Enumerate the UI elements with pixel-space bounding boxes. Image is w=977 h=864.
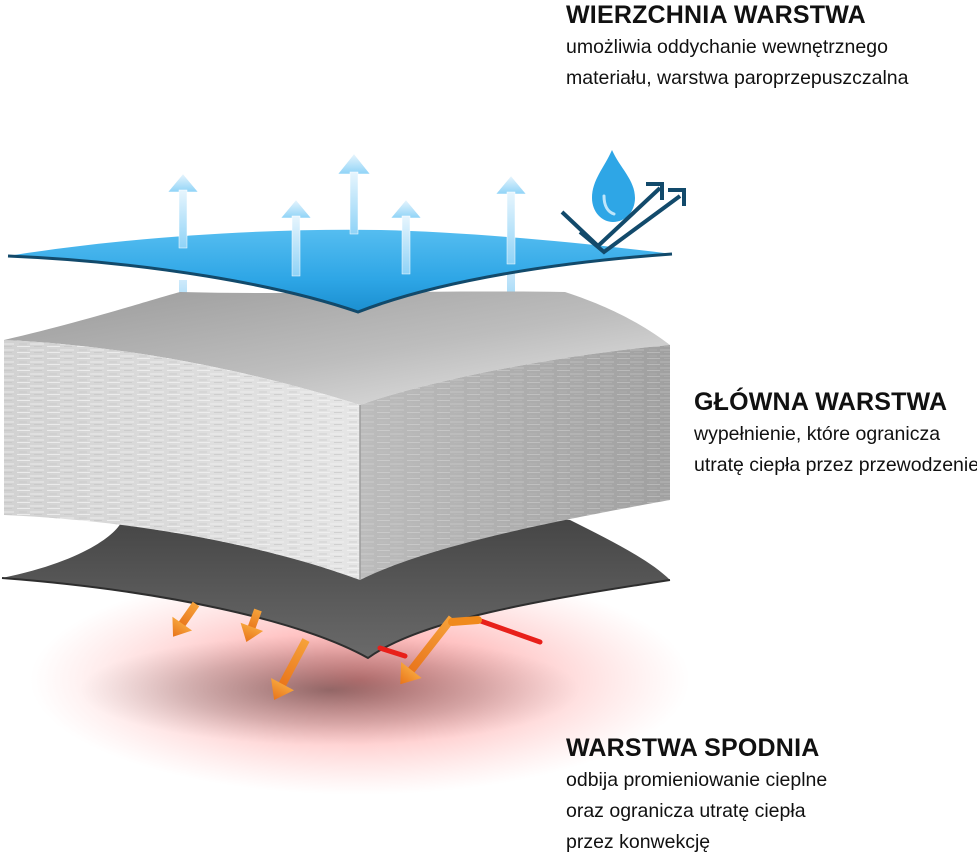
bottom-layer-description: odbija promieniowanie cieplne oraz ogran… xyxy=(566,765,827,858)
bottom-layer-line-1: odbija promieniowanie cieplne xyxy=(566,769,828,791)
top-layer-description: umożliwia oddychanie wewnętrznego materi… xyxy=(566,32,909,94)
top-layer xyxy=(7,229,673,314)
bottom-layer-line-2: oraz ogranicza utratę ciepła xyxy=(566,800,806,822)
water-drop-icon xyxy=(592,150,635,222)
heat-lines xyxy=(377,617,543,659)
middle-layer xyxy=(4,291,670,580)
middle-layer-line-2: utratę ciepła przez przewodzenie xyxy=(694,454,977,476)
middle-layer-title: GŁÓWNA WARSTWA xyxy=(694,388,948,416)
water-repel-arrows-icon xyxy=(560,182,686,255)
vapor-arrow-icon xyxy=(167,153,527,277)
bottom-layer-title: WARSTWA SPODNIA xyxy=(566,734,820,762)
bottom-layer xyxy=(2,517,670,658)
bottom-layer-edge xyxy=(1,577,671,660)
middle-layer-label: GŁÓWNA WARSTWA wypełnienie, które ograni… xyxy=(694,387,977,481)
bottom-layer-line-3: przez konwekcję xyxy=(566,831,711,853)
middle-layer-line-1: wypełnienie, które ogranicza xyxy=(694,423,941,445)
middle-layer-description: wypełnienie, które ogranicza utratę ciep… xyxy=(694,419,977,481)
top-layer-label: WIERZCHNIA WARSTWA umożliwia oddychanie … xyxy=(566,0,909,94)
top-layer-title: WIERZCHNIA WARSTWA xyxy=(566,1,866,29)
bottom-layer-label: WARSTWA SPODNIA odbija promieniowanie ci… xyxy=(566,733,827,858)
layer-shadow xyxy=(80,635,580,745)
top-layer-line-2: materiału, warstwa paroprzepuszczalna xyxy=(566,67,909,89)
water-drop-highlight xyxy=(602,194,616,216)
top-layer-line-1: umożliwia oddychanie wewnętrznego xyxy=(566,36,888,58)
heat-reflect-arrow-icon xyxy=(172,601,482,701)
